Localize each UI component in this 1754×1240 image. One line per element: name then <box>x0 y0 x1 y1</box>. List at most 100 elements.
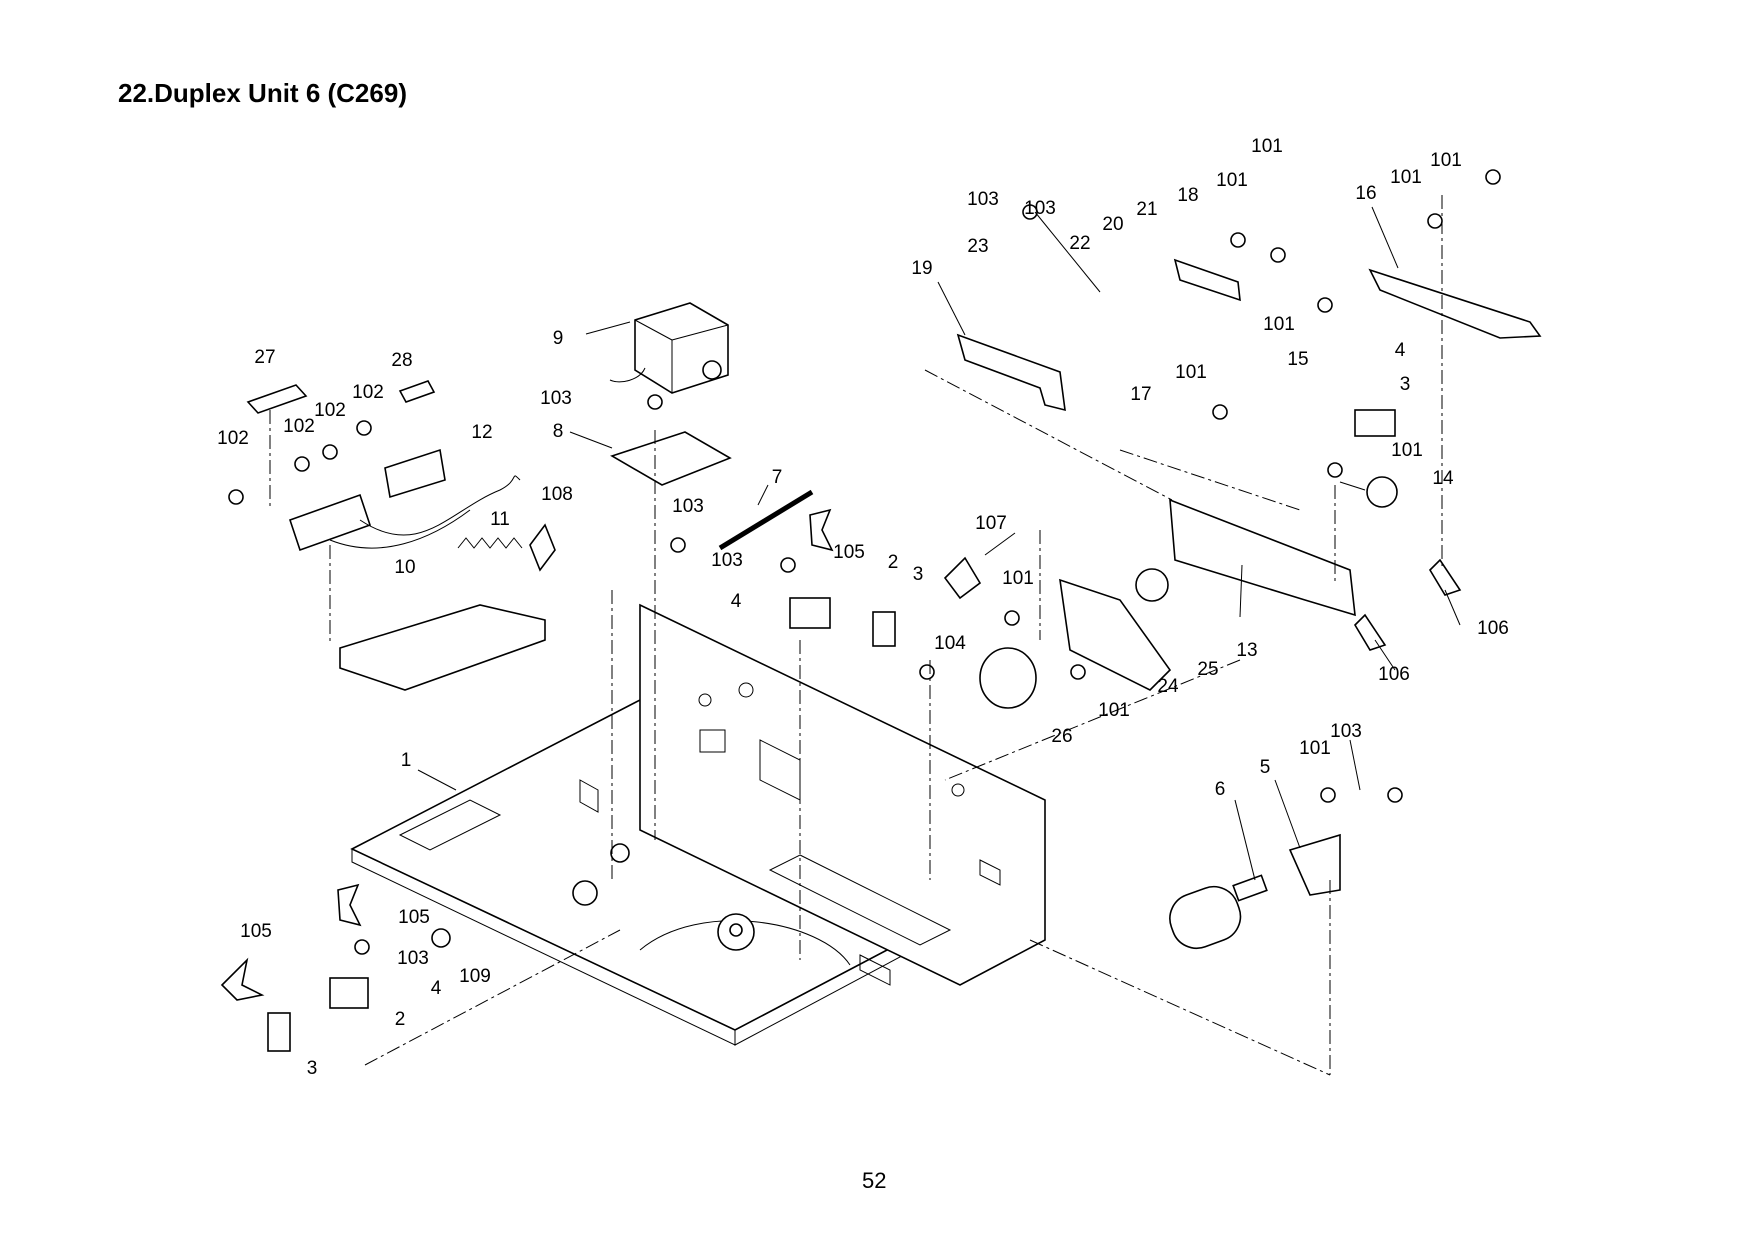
callout-103: 103 <box>1024 198 1056 219</box>
cover-plate <box>1368 268 1542 339</box>
callout-18: 18 <box>1177 185 1198 206</box>
callout-105: 105 <box>398 907 430 928</box>
callout-26: 26 <box>1051 726 1072 747</box>
feeler-105-center <box>809 508 834 552</box>
leader-lines <box>417 206 1461 881</box>
rack-bracket <box>1173 258 1241 302</box>
label-28 <box>398 380 436 403</box>
callout-2: 2 <box>395 1009 406 1030</box>
callout-102: 102 <box>314 400 346 421</box>
callout-3: 3 <box>307 1058 318 1079</box>
drive-motor <box>979 647 1037 709</box>
shaft <box>718 489 814 551</box>
spring <box>457 537 523 549</box>
screws <box>228 169 1501 955</box>
sensor-3-right <box>1354 409 1396 437</box>
gear-bracket <box>1059 578 1172 691</box>
callout-101: 101 <box>1391 440 1423 461</box>
callout-22: 22 <box>1069 233 1090 254</box>
callout-11: 11 <box>490 509 510 530</box>
callout-3: 3 <box>1400 374 1411 395</box>
callout-9: 9 <box>553 328 564 349</box>
callout-28: 28 <box>391 350 412 371</box>
callout-8: 8 <box>553 421 564 442</box>
harness <box>288 448 521 552</box>
assembly-lines <box>269 195 1443 1076</box>
callout-103: 103 <box>711 550 743 571</box>
side-plate <box>1169 498 1356 617</box>
callout-1: 1 <box>401 750 412 771</box>
callout-103: 103 <box>967 189 999 210</box>
callout-4: 4 <box>431 978 442 999</box>
callout-2: 2 <box>888 552 899 573</box>
callout-102: 102 <box>283 416 315 437</box>
callout-103: 103 <box>397 948 429 969</box>
callout-102: 102 <box>352 382 384 403</box>
guide-107 <box>943 556 982 600</box>
callout-15: 15 <box>1287 349 1308 370</box>
guide-106-upper <box>1428 558 1462 596</box>
callout-109: 109 <box>459 966 491 987</box>
idler-bracket <box>956 333 1066 412</box>
callout-101: 101 <box>1175 362 1207 383</box>
callout-27: 27 <box>254 347 275 368</box>
feeler-105-left <box>337 883 362 927</box>
motor-bracket <box>1288 833 1341 896</box>
callout-104: 104 <box>934 633 966 654</box>
callout-12: 12 <box>471 422 492 443</box>
callout-13: 13 <box>1236 640 1257 661</box>
parts-artwork <box>220 169 1542 1076</box>
callout-17: 17 <box>1130 384 1151 405</box>
callout-101: 101 <box>1430 150 1462 171</box>
sensor-bracket-2-left <box>329 977 369 1009</box>
callout-labels: 1223334445678910111213141516171819202122… <box>217 136 1509 1079</box>
transport-motor <box>1169 874 1268 950</box>
callout-23: 23 <box>967 236 988 257</box>
callout-101: 101 <box>1002 568 1034 589</box>
callout-101: 101 <box>1299 738 1331 759</box>
guide-108 <box>529 523 556 572</box>
callout-101: 101 <box>1098 700 1130 721</box>
callout-4: 4 <box>731 591 742 612</box>
callout-107: 107 <box>975 513 1007 534</box>
callout-5: 5 <box>1260 757 1271 778</box>
callout-101: 101 <box>1216 170 1248 191</box>
callout-108: 108 <box>541 484 573 505</box>
bushing-109 <box>431 928 451 948</box>
callout-103: 103 <box>540 388 572 409</box>
gear-14 <box>1366 476 1398 508</box>
callout-7: 7 <box>772 467 783 488</box>
sensor-bracket-2-center <box>789 597 831 629</box>
callout-102: 102 <box>217 428 249 449</box>
callout-19: 19 <box>911 258 932 279</box>
callout-6: 6 <box>1215 779 1226 800</box>
callout-106: 106 <box>1378 664 1410 685</box>
callout-101: 101 <box>1263 314 1295 335</box>
label-27 <box>246 384 308 414</box>
solenoid-bracket <box>610 431 732 486</box>
callout-14: 14 <box>1432 468 1454 489</box>
callout-24: 24 <box>1157 676 1179 697</box>
feeler-105-far-left <box>220 957 265 1001</box>
callout-10: 10 <box>394 557 415 578</box>
harness-bracket <box>339 604 546 691</box>
callout-20: 20 <box>1102 214 1123 235</box>
callout-3: 3 <box>913 564 924 585</box>
callout-103: 103 <box>1330 721 1362 742</box>
gear-25 <box>1135 568 1169 602</box>
callout-16: 16 <box>1355 183 1376 204</box>
callout-4: 4 <box>1395 340 1406 361</box>
callout-25: 25 <box>1197 659 1218 680</box>
callout-106: 106 <box>1477 618 1509 639</box>
sensor-3-left <box>267 1012 291 1052</box>
callout-105: 105 <box>833 542 865 563</box>
page-title: 22.Duplex Unit 6 (C269) <box>118 78 407 108</box>
callout-101: 101 <box>1251 136 1283 157</box>
page-number: 52 <box>862 1168 887 1193</box>
callout-21: 21 <box>1136 199 1157 220</box>
callout-101: 101 <box>1390 167 1422 188</box>
solenoid <box>609 302 729 394</box>
callout-103: 103 <box>672 496 704 517</box>
main-frame <box>350 603 1046 1046</box>
